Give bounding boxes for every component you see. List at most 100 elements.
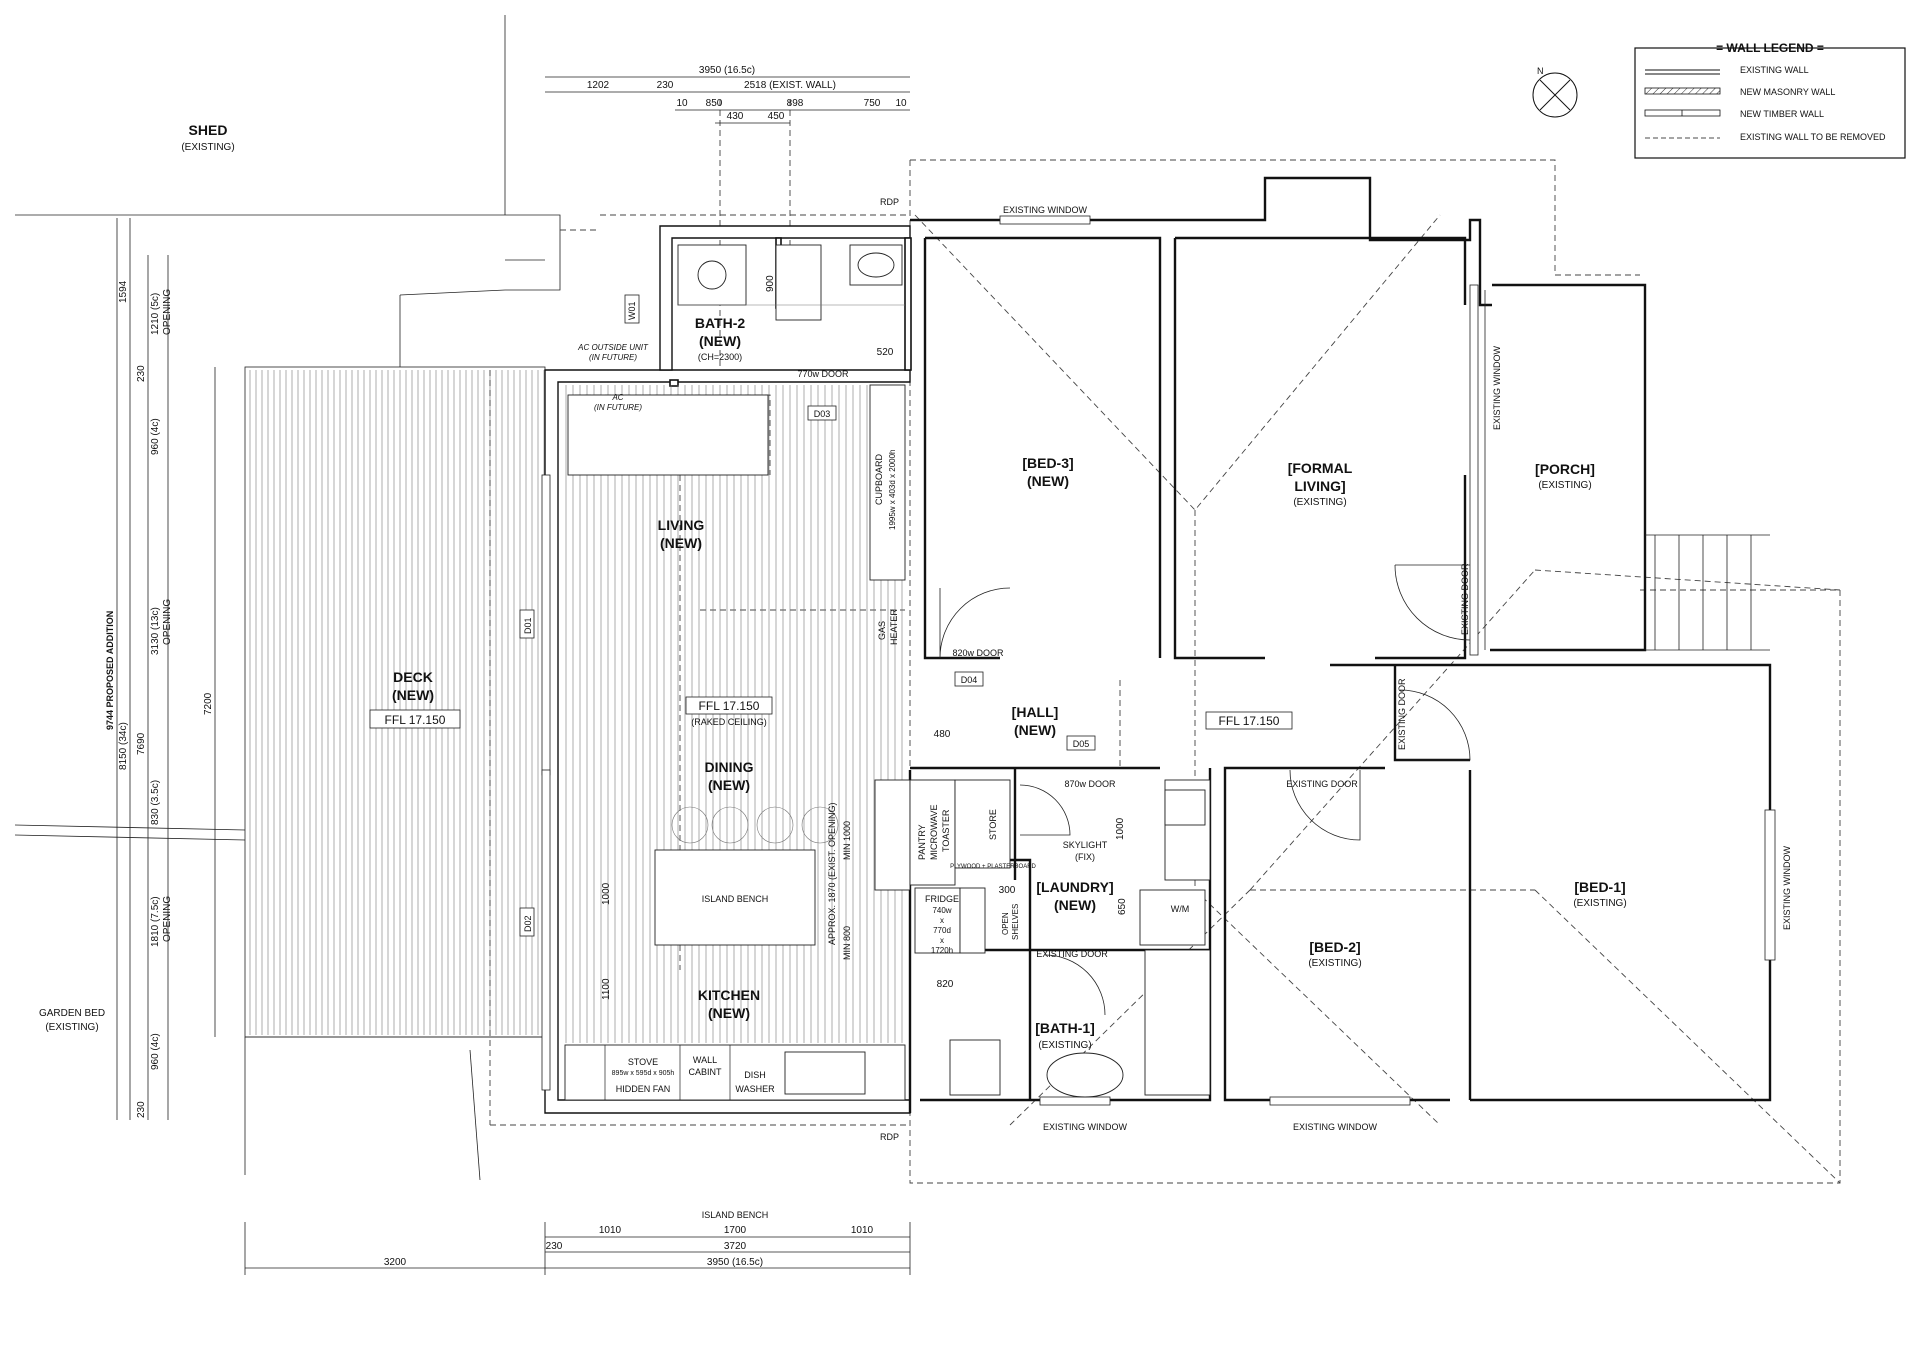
north-arrow: N — [1532, 66, 1578, 118]
kitchen-name: KITCHEN — [698, 987, 760, 1003]
formal-name1: [FORMAL — [1288, 460, 1353, 476]
fridge-h: 1720h — [931, 946, 953, 955]
legend-item-removed: EXISTING WALL TO BE REMOVED — [1740, 132, 1886, 142]
cupboard-dims: 1995w x 403d x 2000h — [888, 449, 897, 530]
legend-item-existing: EXISTING WALL — [1740, 65, 1809, 75]
door-770: 770w DOOR — [797, 369, 849, 379]
bed1-name: [BED-1] — [1574, 879, 1625, 895]
dim-left-8150: 8150 (34c) — [118, 722, 129, 770]
living-name: LIVING — [658, 517, 705, 533]
toaster-label: TOASTER — [941, 809, 951, 852]
tag-d01: D01 — [523, 617, 533, 634]
door-porch: EXISTING DOOR — [1460, 563, 1470, 635]
living-floor — [565, 385, 903, 1043]
island-bottom: ISLAND BENCH — [702, 1210, 769, 1220]
cupboard-label: CUPBOARD — [874, 453, 884, 505]
dim-o2: 960 (4c) — [150, 418, 161, 455]
fridge-x2: x — [940, 936, 944, 945]
bed3-name: [BED-3] — [1022, 455, 1073, 471]
bed1-status: (EXISTING) — [1573, 898, 1626, 909]
window-bottom-2: EXISTING WINDOW — [1293, 1122, 1378, 1132]
garden-name: GARDEN BED — [39, 1008, 105, 1019]
fridge-x1: x — [940, 916, 944, 925]
left-dimensions: 9744 PROPOSED ADDITION 8150 (34c) 7690 1… — [105, 218, 216, 1120]
dim-o5: 1810 (7.5c) — [150, 896, 161, 947]
hall-status: (NEW) — [1014, 722, 1056, 738]
garden-status: (EXISTING) — [45, 1022, 98, 1033]
dim-300: 300 — [999, 885, 1016, 896]
gas-label: GAS — [877, 621, 887, 640]
fridge-w: 740w — [932, 906, 951, 915]
dim-bot-1700: 1700 — [724, 1225, 747, 1236]
dim-top2-b: 850 — [706, 98, 723, 109]
dim-900: 900 — [765, 275, 776, 292]
living-ffl: FFL 17.150 — [699, 699, 760, 713]
bath2-fixtures — [677, 244, 905, 321]
rdp-bottom: RDP — [880, 1132, 899, 1142]
dim-o1b: OPENING — [162, 289, 173, 335]
kitchen-fixtures — [564, 384, 1211, 1101]
existing-walls — [908, 176, 1772, 1113]
dim-520: 520 — [877, 347, 894, 358]
window-porch: EXISTING WINDOW — [1492, 345, 1502, 430]
kitchen-status: (NEW) — [708, 1005, 750, 1021]
wm-label: W/M — [1171, 904, 1190, 914]
fan-label: HIDDEN FAN — [616, 1084, 671, 1094]
ac-in2: (IN FUTURE) — [594, 403, 642, 412]
fridge-label: FRIDGE — [925, 894, 959, 904]
dim-o1: 1210 (5c) — [150, 293, 161, 335]
dim-bot-total: 3950 (16.5c) — [707, 1257, 763, 1268]
dim-island-1000: 1000 — [601, 882, 612, 905]
dim-1000: 1000 — [1115, 817, 1126, 840]
dim-o4: 830 (3.5c) — [150, 780, 161, 825]
legend-title: = WALL LEGEND = — [1716, 41, 1824, 55]
tag-w01: W01 — [627, 301, 637, 320]
legend-item-timber: NEW TIMBER WALL — [1740, 109, 1824, 119]
door-bath1: EXISTING DOOR — [1036, 949, 1108, 959]
plywood-label: PLYWOOD + PLASTERBOARD — [950, 864, 1036, 870]
bath1-name: [BATH-1] — [1035, 1020, 1095, 1036]
tag-d05: D05 — [1073, 739, 1090, 749]
dish-2: WASHER — [735, 1084, 775, 1094]
approx-opening: APPROX. 1870 (EXIST. OPENING) — [827, 802, 837, 945]
dim-top-a: 1202 — [587, 80, 610, 91]
north-label: N — [1537, 66, 1544, 76]
tag-d03: D03 — [814, 409, 831, 419]
fridge-d: 770d — [933, 926, 951, 935]
room-labels: SHED (EXISTING) GARDEN BED (EXISTING) BA… — [39, 122, 1627, 1051]
microwave-label: MICROWAVE — [929, 805, 939, 861]
dim-island-1100: 1100 — [601, 978, 612, 1000]
bath2-note: (CH=2300) — [698, 352, 742, 362]
dim-bot-230: 230 — [546, 1241, 563, 1252]
doors — [879, 564, 1471, 1016]
dim-top2-c: 898 — [787, 98, 804, 109]
rdp-top: RDP — [880, 197, 899, 207]
dim-bot-1010a: 1010 — [599, 1225, 622, 1236]
window-bed1: EXISTING WINDOW — [1782, 845, 1792, 930]
door-hall: EXISTING DOOR — [1397, 678, 1407, 750]
porch-stairs — [1645, 534, 1770, 651]
deck-ffl: FFL 17.150 — [385, 713, 446, 727]
bath2-name: BATH-2 — [695, 315, 746, 331]
dim-o6: 960 (4c) — [150, 1033, 161, 1070]
door-window-tags: W01 D01 D02 D03 D04 D05 — [519, 294, 1096, 937]
dim-top-b: 230 — [657, 80, 674, 91]
hall-name: [HALL] — [1012, 704, 1059, 720]
ac-out2: (IN FUTURE) — [589, 353, 637, 362]
door-820: 820w DOOR — [952, 648, 1004, 658]
skylight-fix: (FIX) — [1075, 852, 1095, 862]
dim-bot-1010b: 1010 — [851, 1225, 874, 1236]
dim-left-230a: 230 — [136, 365, 147, 382]
bed2-name: [BED-2] — [1309, 939, 1360, 955]
dim-top2-a: 10 — [676, 98, 688, 109]
dim-o3: 3130 (13c) — [150, 607, 161, 655]
door-bed2: EXISTING DOOR — [1286, 779, 1358, 789]
ac-in1: AC — [611, 393, 623, 402]
raked-ceiling: (RAKED CEILING) — [691, 717, 767, 727]
bed2-status: (EXISTING) — [1308, 958, 1361, 969]
formal-name2: LIVING] — [1294, 478, 1345, 494]
ac-out1: AC OUTSIDE UNIT — [577, 343, 649, 352]
dim-top2-e: 10 — [895, 98, 907, 109]
stove-label: STOVE — [628, 1057, 658, 1067]
laundry-status: (NEW) — [1054, 897, 1096, 913]
